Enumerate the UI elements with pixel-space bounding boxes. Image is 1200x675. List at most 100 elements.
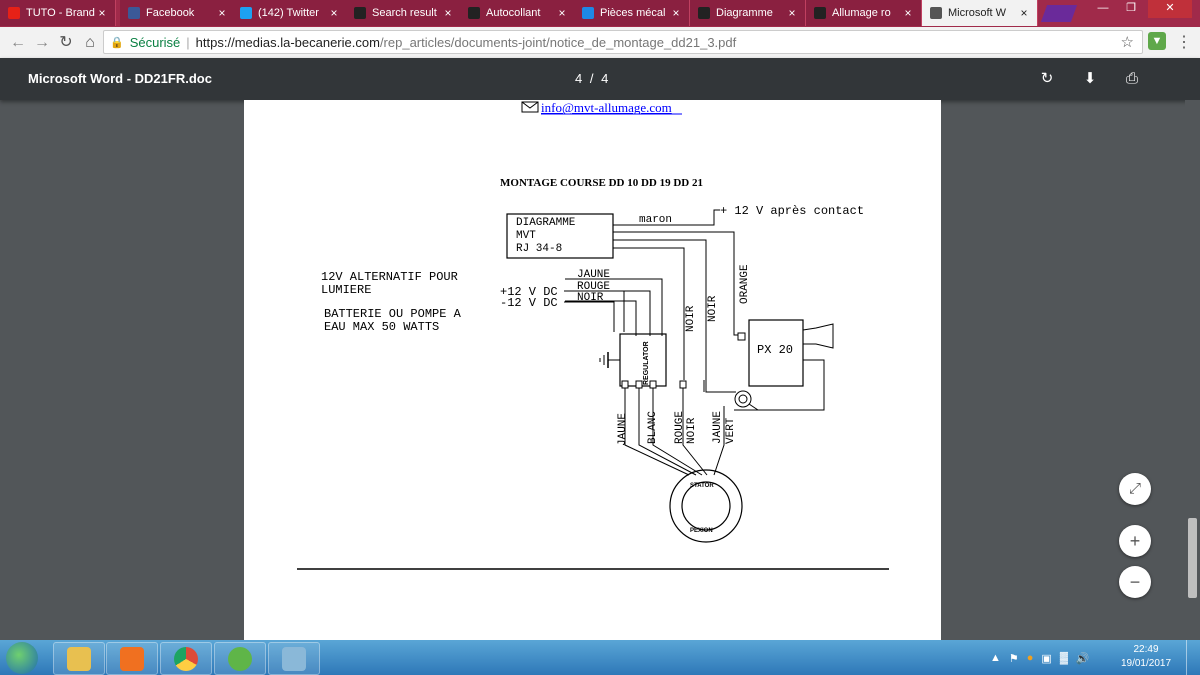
tab-close-icon[interactable]: × (218, 6, 226, 20)
px20-box (748, 319, 804, 387)
tab-label: TUTO - Brand (26, 7, 95, 19)
taskbar-app-4[interactable] (214, 642, 266, 675)
volume-icon[interactable]: 🔊 (1075, 652, 1090, 665)
diagramme-line1: DIAGRAMME (516, 217, 576, 229)
show-desktop-button[interactable] (1186, 640, 1200, 675)
reload-button[interactable]: ↻ (59, 34, 73, 51)
regulator-label: REGULATOR (643, 341, 650, 385)
tab-8[interactable]: Allumage ro× (806, 0, 922, 26)
vertical-scrollbar[interactable] (1185, 100, 1200, 640)
taskbar-app-2[interactable] (106, 642, 158, 675)
clock-time: 22:49 (1133, 644, 1159, 655)
px20-label: PX 20 (757, 343, 793, 357)
zoom-in-button[interactable]: + (1119, 525, 1151, 557)
search-result-icon (354, 7, 366, 19)
tab-6[interactable]: Pièces mécal× (574, 0, 690, 26)
bottom-noir-label: NOIR (686, 417, 698, 444)
tab-close-icon[interactable]: × (904, 6, 912, 20)
rouge-label: ROUGE (577, 281, 610, 293)
address-bar: ← → ↻ ⌂ 🔒 Sécurisé | https://medias.la-b… (0, 27, 1200, 59)
contact-note: + 12 V après contact (720, 204, 864, 218)
tab-1[interactable]: TUTO - Brand× (0, 0, 116, 26)
action-center-icon[interactable]: ⚑ (1008, 652, 1019, 665)
tab-label: Microsoft W (948, 7, 1007, 19)
tab-7[interactable]: Diagramme × (690, 0, 806, 26)
tab-close-icon[interactable]: × (672, 6, 680, 20)
taskbar-app-5[interactable] (268, 642, 320, 675)
pexion-label: PEXION (690, 528, 713, 534)
battery-note-line1: BATTERIE OU POMPE A (324, 307, 462, 321)
ground-icon (599, 352, 620, 368)
tab-4[interactable]: Search result× (346, 0, 462, 26)
maximize-button[interactable]: ❐ (1126, 2, 1136, 14)
tab-strip: TUTO - Brand×Facebook×(142) Twitter×Sear… (0, 0, 1200, 27)
tab-label: Autocollant (486, 7, 541, 19)
page-current[interactable]: 4 (575, 71, 583, 86)
tab-3[interactable]: (142) Twitter× (232, 0, 348, 26)
windows-taskbar: ▲ ⚑ ● ▣ ▓ 🔊 22:49 19/01/2017 (0, 640, 1200, 675)
menu-icon[interactable]: ⋮ (1176, 34, 1192, 51)
download-icon[interactable]: ⬇ (1083, 70, 1097, 87)
start-button[interactable] (6, 642, 38, 674)
email-icon (521, 101, 539, 113)
site-icon (698, 7, 710, 19)
email-link[interactable]: info@mvt-allumage.com (541, 100, 672, 115)
tab-close-icon[interactable]: × (330, 6, 338, 20)
scrollbar-thumb[interactable] (1188, 518, 1197, 598)
tab-close-icon[interactable]: × (98, 6, 106, 20)
chrome-icon (174, 646, 198, 671)
tab-close-icon[interactable]: × (558, 6, 566, 20)
tab-label: Diagramme (716, 7, 773, 19)
minimize-button[interactable]: — (1097, 2, 1109, 14)
plus12-label: +12 V DC (500, 285, 558, 299)
clock[interactable]: 22:49 19/01/2017 (1118, 643, 1174, 671)
maron-label: maron (639, 214, 672, 226)
url-input[interactable]: 🔒 Sécurisé | https://medias.la-becanerie… (103, 30, 1143, 54)
forward-button[interactable]: → (34, 34, 50, 51)
diagram-heading: MONTAGE COURSE DD 10 DD 19 DD 21 (500, 177, 703, 189)
show-hidden-icons-icon[interactable]: ▲ (990, 652, 1001, 664)
tab-close-icon[interactable]: × (788, 6, 796, 20)
pickup-sensor-icon (734, 390, 759, 411)
jaune-label: JAUNE (577, 269, 610, 281)
orange-vertical: ORANGE (739, 264, 751, 304)
minus12-label: -12 V DC (500, 296, 558, 310)
tab-close-icon[interactable]: × (1020, 6, 1028, 20)
file-explorer-icon (67, 646, 91, 671)
print-icon[interactable]: ⎙ (1125, 70, 1138, 87)
page-total: 4 (601, 71, 609, 86)
youtube-icon (8, 7, 20, 19)
fit-page-button[interactable]: ⤢ (1119, 473, 1151, 505)
update-icon[interactable]: ● (1026, 652, 1034, 664)
bottom-jaune2-label: JAUNE (712, 411, 724, 444)
bookmark-star-icon[interactable]: ☆ (1120, 34, 1134, 51)
url-host: https://medias.la-becanerie.com (195, 34, 380, 50)
tab-5[interactable]: Autocollant × (460, 0, 576, 26)
noir-vertical-1: NOIR (685, 305, 697, 332)
bottom-jaune-label: JAUNE (617, 413, 629, 446)
tab-9[interactable]: Microsoft W × (922, 0, 1038, 26)
wiring-diagram: info@mvt-allumage.com MONTAGE COURSE DD … (297, 100, 889, 570)
rotate-icon[interactable]: ↻ (1040, 70, 1054, 87)
home-button[interactable]: ⌂ (85, 34, 95, 51)
tunnel-app-icon (282, 646, 306, 671)
diagramme-box (506, 213, 614, 259)
stator-icon (669, 469, 743, 543)
taskbar-app-1[interactable] (53, 642, 105, 675)
network-icon[interactable]: ▓ (1059, 652, 1068, 664)
close-window-button[interactable]: ✕ (1148, 0, 1192, 18)
tab-close-icon[interactable]: × (444, 6, 452, 20)
back-button[interactable]: ← (10, 34, 26, 51)
zoom-out-button[interactable]: − (1119, 566, 1151, 598)
new-tab-button[interactable] (1040, 5, 1078, 22)
tab-2[interactable]: Facebook × (120, 0, 236, 26)
sticker-icon (468, 7, 480, 19)
tab-label: Facebook (146, 7, 195, 19)
extension-icon[interactable]: ▼ (1148, 32, 1166, 50)
pdf-page: info@mvt-allumage.com MONTAGE COURSE DD … (244, 100, 941, 640)
noir-vertical-2: NOIR (707, 295, 719, 322)
taskbar-app-3[interactable] (160, 642, 212, 675)
alt-note-line2: LUMIERE (321, 283, 371, 297)
notification-icon[interactable]: ▣ (1041, 652, 1052, 665)
facebook-icon (128, 7, 140, 19)
